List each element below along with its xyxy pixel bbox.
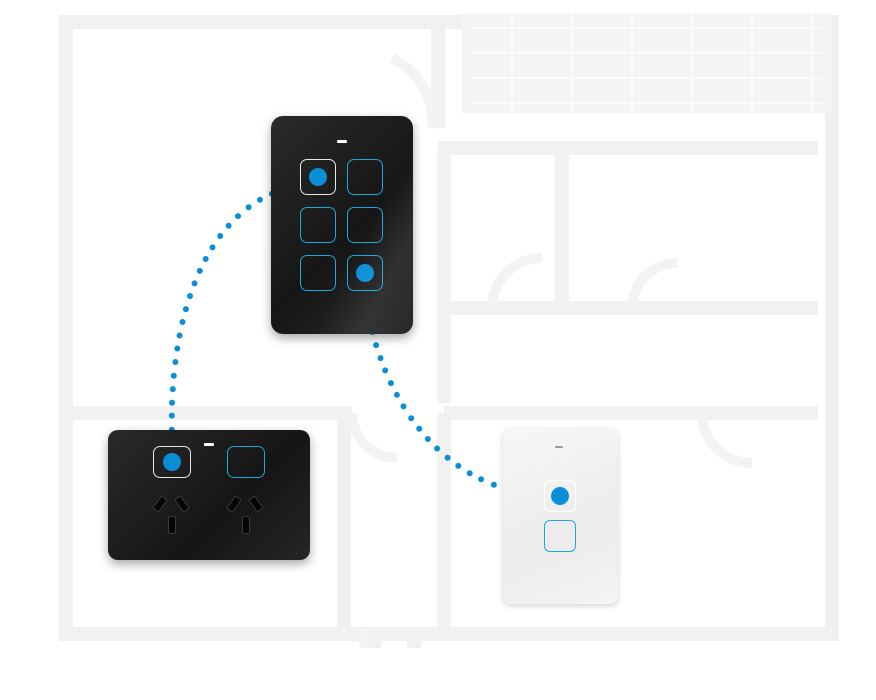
connection-dot — [393, 391, 400, 398]
connection-dot — [408, 415, 415, 422]
switch-key-bottom[interactable] — [544, 520, 576, 552]
switch-status-led — [555, 446, 563, 448]
blue-dot-indicator-icon — [356, 264, 374, 282]
connection-dot — [444, 454, 451, 461]
blue-dot-indicator-icon — [309, 168, 327, 186]
connection-dot — [478, 476, 485, 483]
connection-dot — [235, 213, 241, 220]
blue-dot-indicator-icon — [163, 453, 181, 471]
connection-dot — [170, 372, 177, 379]
connection-dot — [377, 355, 384, 362]
connection-dot — [256, 196, 263, 203]
connection-dot — [225, 222, 232, 229]
connection-dot — [169, 386, 176, 393]
connection-dot — [182, 306, 189, 313]
connection-dot — [466, 470, 473, 477]
keypad-key-4[interactable] — [347, 207, 383, 243]
outlet-button-right[interactable] — [227, 446, 265, 478]
connection-dot — [176, 332, 183, 339]
switch-key-top[interactable] — [544, 480, 576, 512]
connection-dot — [424, 436, 431, 442]
connection-dot — [387, 380, 394, 387]
connection-dot — [196, 267, 203, 274]
connection-dot — [217, 233, 224, 239]
keypad-key-3[interactable] — [300, 207, 336, 243]
connection-dot — [168, 412, 175, 419]
socket-right-icon — [226, 492, 267, 542]
connection-dot — [187, 293, 193, 299]
connection-dot — [245, 204, 252, 211]
blue-dot-indicator-icon — [551, 487, 569, 505]
keypad-key-2[interactable] — [347, 159, 383, 195]
connection-dot — [202, 256, 209, 262]
connection-dot — [179, 319, 186, 325]
connection-dot — [191, 280, 198, 287]
keypad-key-5[interactable] — [300, 255, 336, 291]
connection-dot — [416, 425, 423, 432]
power-outlet-black[interactable] — [108, 430, 310, 560]
keypad-key-1[interactable] — [300, 159, 336, 195]
connection-dot — [455, 462, 462, 469]
connection-dot — [174, 345, 181, 352]
outlet-status-led — [204, 443, 214, 446]
connection-dot — [434, 445, 441, 452]
switch-white[interactable] — [503, 428, 618, 604]
keypad-key-6[interactable] — [347, 255, 383, 291]
connection-dot — [490, 481, 497, 488]
socket-left-icon — [152, 492, 193, 542]
outlet-button-left[interactable] — [153, 446, 191, 478]
connection-dot — [209, 244, 216, 251]
connection-dot — [169, 399, 176, 406]
connection-dot — [382, 367, 389, 374]
connection-dot — [373, 342, 380, 349]
connection-dot — [172, 359, 179, 365]
connection-dot — [400, 403, 407, 410]
keypad-black[interactable] — [271, 116, 413, 334]
keypad-status-led — [337, 140, 347, 143]
